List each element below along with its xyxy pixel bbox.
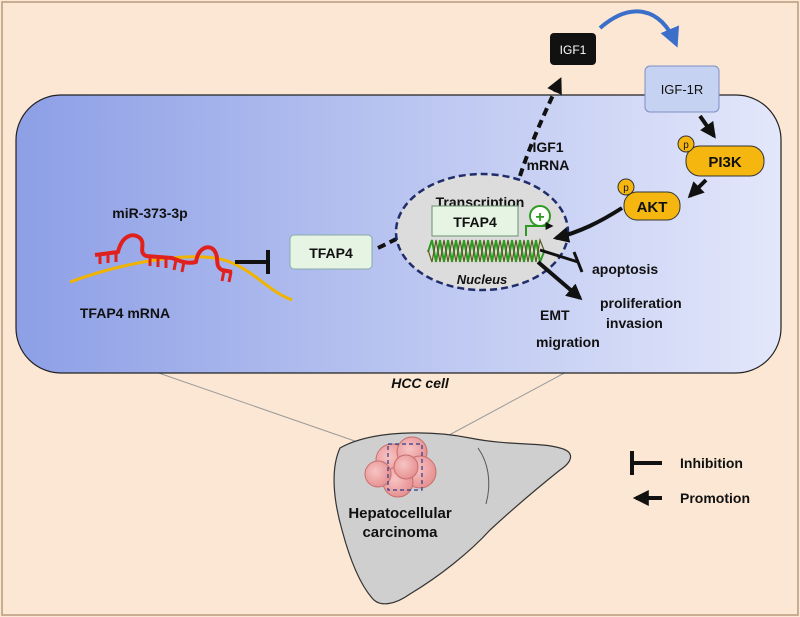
pi3k-box <box>685 145 765 177</box>
emt-label: EMT <box>540 307 570 323</box>
apoptosis-inhibition-line <box>539 248 579 264</box>
liver-label-line2: carcinoma <box>362 524 438 541</box>
akt-label: AKT <box>637 199 668 216</box>
igf1-secretion-arrow <box>518 77 562 177</box>
akt-to-nucleus-arrow <box>552 206 624 243</box>
igf1-mrna-line1: IGF1 <box>532 139 563 155</box>
tfap4-mrna-label: TFAP4 mRNA <box>80 305 170 321</box>
mirna-base-pairs <box>98 252 233 283</box>
zoom-line-left <box>149 369 376 449</box>
nuclear-tfap4-label: TFAP4 <box>453 214 497 230</box>
mirna-label: miR-373-3p <box>112 205 187 221</box>
pi3k-phospho-icon <box>677 135 695 153</box>
tfap4-label: TFAP4 <box>309 245 353 261</box>
igf1-box <box>550 33 596 65</box>
tfap4-mrna-strand <box>69 255 293 302</box>
hcc-cell-label: HCC cell <box>391 375 450 391</box>
dna-strand-dark <box>427 237 545 263</box>
igf1r-label: IGF-1R <box>661 82 704 97</box>
igf1-binding-arrow <box>598 9 679 48</box>
proliferation-label: proliferation <box>600 295 682 311</box>
igf1-mrna-line2: mRNA <box>527 157 570 173</box>
outcomes-promotion-arrow <box>536 260 583 301</box>
nuclear-tfap4-box <box>431 205 519 237</box>
pi3k-label: PI3K <box>708 154 742 171</box>
apoptosis-label: apoptosis <box>592 261 658 277</box>
apoptosis-inhibition-bar <box>572 251 584 273</box>
liver-lobe-line <box>477 447 490 505</box>
legend-promotion-label: Promotion <box>680 490 750 506</box>
liver-label-line1: Hepatocellular <box>348 505 452 522</box>
tumor-icon <box>364 436 437 498</box>
pi3k-to-akt-arrow <box>687 178 708 199</box>
plus-sign: + <box>535 209 544 226</box>
akt-phospho-icon <box>617 178 635 196</box>
akt-box <box>623 191 681 221</box>
invasion-label: invasion <box>606 315 663 331</box>
igf1-label: IGF1 <box>560 43 587 57</box>
akt-phospho-label: p <box>623 183 629 194</box>
legend-inhibition-label: Inhibition <box>680 455 743 471</box>
nucleus-label: Nucleus <box>457 272 508 287</box>
tfap4-box <box>289 234 373 270</box>
promoter-arrow-icon <box>525 222 554 236</box>
pi3k-phospho-label: p <box>683 140 689 151</box>
migration-label: migration <box>536 334 600 350</box>
igf1r-to-pi3k-arrow <box>698 114 716 139</box>
igf1r-box <box>644 65 720 113</box>
